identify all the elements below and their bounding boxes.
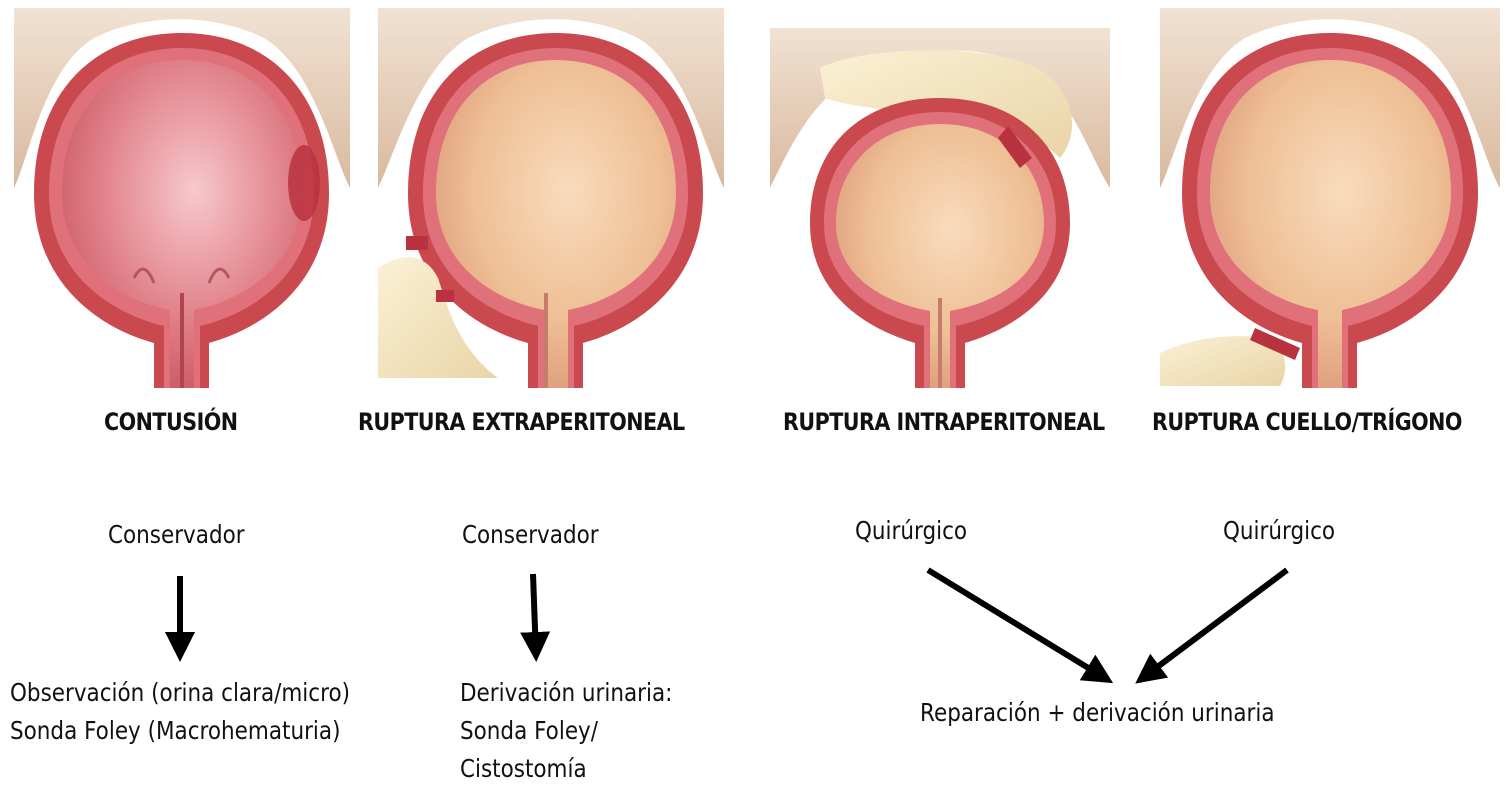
arrow-neck-trigone [1140,570,1287,680]
shared-outcome: Reparación + derivación urinaria [920,694,1275,732]
detail-extraperitoneal-1: Derivación urinaria: [460,674,672,712]
arrow-extraperitoneal [533,574,536,656]
detail-extraperitoneal-3: Cistostomía [460,750,587,788]
detail-contusion-1: Observación (orina clara/micro) [10,674,350,712]
detail-extraperitoneal-2: Sonda Foley/ [460,712,598,750]
arrow-intraperitoneal [928,570,1108,680]
detail-contusion-2: Sonda Foley (Macrohematuria) [10,712,340,750]
